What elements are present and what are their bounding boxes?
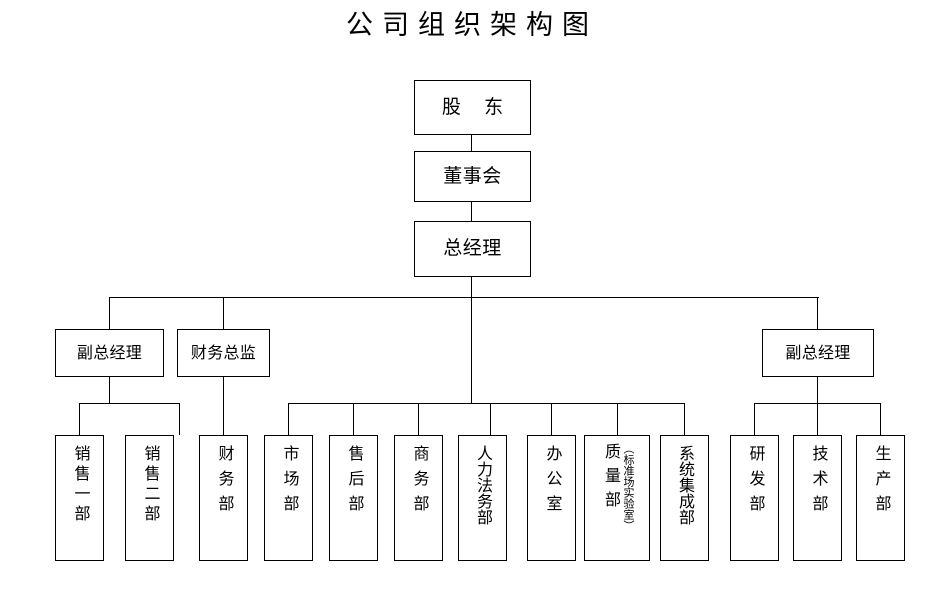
- connector-to-rnd-dept: [754, 403, 756, 435]
- node-board[interactable]: 董事会: [414, 151, 531, 202]
- connector-gm-drop: [471, 277, 473, 297]
- node-deputy-gm-right[interactable]: 副总经理: [762, 329, 874, 377]
- node-sales-dept-2[interactable]: 销售二部: [125, 435, 174, 561]
- node-marketing-dept-label: 市场部: [280, 445, 298, 520]
- node-finance-dept[interactable]: 财务部: [199, 435, 248, 561]
- connector-gm-to-center-bus: [471, 297, 473, 403]
- connector-to-production-dept: [880, 403, 882, 435]
- node-technology-dept-label: 技术部: [809, 445, 827, 520]
- node-general-manager[interactable]: 总经理: [414, 221, 531, 277]
- node-system-integration-dept-label: 系统集成部: [676, 445, 693, 525]
- bus-general-manager: [109, 297, 819, 299]
- node-general-manager-label: 总经理: [443, 238, 502, 259]
- connector-shareholders-board: [471, 135, 473, 151]
- node-shareholders[interactable]: 股 东: [414, 80, 531, 135]
- node-production-dept[interactable]: 生产部: [856, 435, 905, 561]
- connector-bus-to-deputy-gm-left: [109, 297, 111, 329]
- connector-to-office: [551, 403, 553, 435]
- node-deputy-gm-left-label: 副总经理: [76, 344, 143, 362]
- node-quality-dept-label: 质量部: [602, 443, 619, 515]
- connector-bus-to-finance-director: [223, 297, 225, 329]
- node-hr-legal-dept-label: 人力法务部: [474, 445, 491, 525]
- node-after-sales-dept[interactable]: 售后部: [329, 435, 378, 561]
- connector-to-business-dept: [418, 403, 420, 435]
- connector-deputy-gm-right-drop: [817, 377, 819, 403]
- connector-to-marketing-dept: [288, 403, 290, 435]
- node-quality-dept[interactable]: 质量部 （标准场实验室）: [584, 435, 650, 561]
- node-rnd-dept-label: 研发部: [746, 445, 764, 520]
- page-title: 公司组织架构图: [346, 10, 598, 40]
- bus-deputy-gm-left: [79, 403, 180, 405]
- node-rnd-dept[interactable]: 研发部: [730, 435, 779, 561]
- node-shareholders-label: 股 东: [441, 96, 513, 118]
- bus-center-departments: [288, 403, 685, 405]
- node-sales-dept-1[interactable]: 销售一部: [55, 435, 104, 561]
- node-after-sales-dept-label: 售后部: [345, 445, 363, 520]
- node-deputy-gm-left[interactable]: 副总经理: [55, 329, 164, 377]
- connector-to-quality-dept: [617, 403, 619, 435]
- node-sales-dept-1-label: 销售一部: [71, 445, 89, 525]
- connector-finance-director-to-finance-dept: [223, 377, 225, 435]
- connector-to-after-sales-dept: [353, 403, 355, 435]
- node-office[interactable]: 办公室: [527, 435, 576, 561]
- connector-to-sales-dept-2: [179, 403, 181, 435]
- node-finance-director-label: 财务总监: [190, 344, 257, 362]
- node-business-dept[interactable]: 商务部: [394, 435, 443, 561]
- connector-to-sales-dept-1: [79, 403, 81, 435]
- connector-to-hr-legal-dept: [490, 403, 492, 435]
- node-deputy-gm-right-label: 副总经理: [785, 344, 851, 362]
- connector-bus-to-deputy-gm-right: [817, 297, 819, 329]
- connector-board-gm: [471, 202, 473, 221]
- connector-to-technology-dept: [817, 403, 819, 435]
- node-technology-dept[interactable]: 技术部: [793, 435, 842, 561]
- connector-to-system-integration-dept: [684, 403, 686, 435]
- node-finance-dept-label: 财务部: [215, 445, 233, 520]
- node-marketing-dept[interactable]: 市场部: [264, 435, 313, 561]
- node-sales-dept-2-label: 销售二部: [141, 445, 159, 525]
- node-hr-legal-dept[interactable]: 人力法务部: [458, 435, 507, 561]
- node-business-dept-label: 商务部: [410, 445, 428, 520]
- node-office-label: 办公室: [543, 445, 561, 520]
- node-quality-dept-note: （标准场实验室）: [622, 443, 634, 531]
- connector-deputy-gm-left-drop: [109, 377, 111, 403]
- node-finance-director[interactable]: 财务总监: [177, 329, 270, 377]
- node-production-dept-label: 生产部: [872, 445, 890, 520]
- node-board-label: 董事会: [443, 165, 502, 187]
- node-system-integration-dept[interactable]: 系统集成部: [660, 435, 709, 561]
